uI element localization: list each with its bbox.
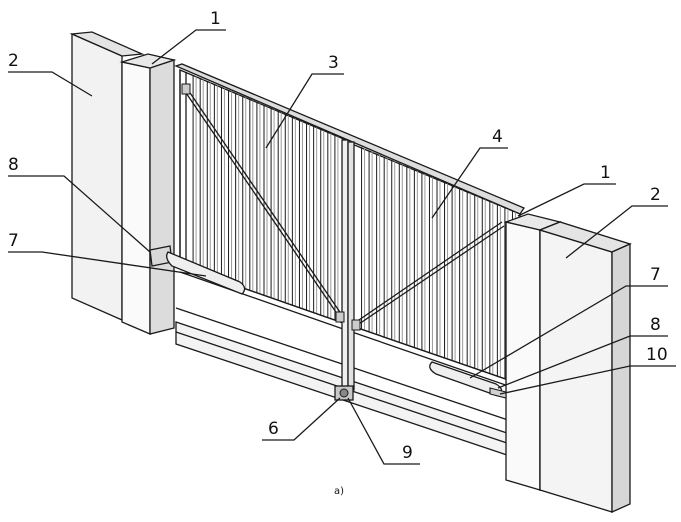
right-leaf-bottom-rail-2 bbox=[351, 331, 521, 391]
callout-3: 3 bbox=[328, 53, 339, 73]
callout-8-right: 8 bbox=[650, 315, 661, 335]
leader-1-right bbox=[517, 183, 616, 217]
leader-2-left bbox=[8, 71, 93, 97]
callout-6: 6 bbox=[268, 419, 279, 439]
callout-2-right: 2 bbox=[650, 185, 661, 205]
right-diagonal-brace-2 bbox=[355, 221, 503, 323]
left-pillar-front bbox=[121, 61, 151, 335]
left-pillar-side bbox=[149, 59, 175, 335]
leader-9 bbox=[347, 397, 420, 465]
leader-6 bbox=[262, 397, 341, 441]
right-actuator-bracket bbox=[489, 387, 507, 399]
callout-1-right: 1 bbox=[600, 163, 611, 183]
callout-4: 4 bbox=[492, 127, 503, 147]
leader-1-left bbox=[151, 29, 226, 65]
gate-top-rail bbox=[174, 63, 525, 215]
brace-fitting-bottom-left bbox=[335, 311, 345, 323]
callout-9: 9 bbox=[402, 443, 413, 463]
brace-fitting-top-left bbox=[181, 83, 191, 95]
left-leaf-slats bbox=[192, 75, 339, 322]
center-post-left bbox=[341, 139, 349, 391]
brace-fitting-bottom-right bbox=[351, 319, 361, 331]
right-diagonal-brace bbox=[355, 225, 505, 327]
leader-lines bbox=[8, 29, 676, 465]
leader-4 bbox=[431, 147, 508, 219]
leader-7-right bbox=[469, 285, 668, 379]
left-wall-front bbox=[71, 33, 123, 321]
right-wall-side bbox=[611, 242, 631, 514]
left-diagonal-brace bbox=[187, 89, 345, 319]
callout-1-left: 1 bbox=[210, 9, 221, 29]
right-pillar-front bbox=[505, 221, 541, 491]
left-leaf-bottom-rail-2 bbox=[179, 271, 347, 331]
callout-2-left: 2 bbox=[8, 51, 19, 71]
left-wall-top bbox=[69, 31, 145, 57]
right-leaf-bottom-rail bbox=[351, 325, 521, 385]
callout-7-right: 7 bbox=[650, 265, 661, 285]
leader-8-left bbox=[8, 175, 151, 253]
left-diagonal-brace-2 bbox=[183, 89, 341, 319]
leader-10 bbox=[499, 365, 676, 395]
leader-2-right bbox=[565, 205, 668, 259]
callout-8-left: 8 bbox=[8, 155, 19, 175]
leader-7-left bbox=[8, 251, 207, 277]
center-lock-bolt bbox=[339, 388, 349, 398]
left-actuator-body bbox=[166, 251, 246, 295]
leader-8-right bbox=[497, 335, 668, 389]
figure-caption: a) bbox=[334, 486, 344, 497]
callout-7-left: 7 bbox=[8, 231, 19, 251]
center-post-right bbox=[347, 141, 355, 391]
right-gate-leaf bbox=[351, 143, 521, 385]
callout-10: 10 bbox=[646, 345, 668, 365]
right-wall-front bbox=[539, 229, 613, 513]
leader-3 bbox=[265, 73, 344, 149]
